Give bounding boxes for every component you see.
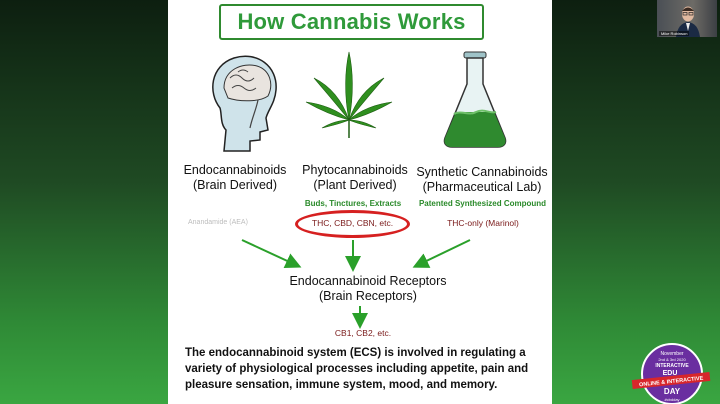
endo-faded-text: Anandamide (AEA) [188,219,248,226]
badge-line2: 2nd & 3rd 2020 [658,357,686,362]
category-synthetic: Synthetic Cannabinoids (Pharmaceutical L… [408,165,556,195]
receptors-sub: (Brain Receptors) [319,289,417,303]
category-sub: (Plant Derived) [313,178,397,192]
category-sub: (Brain Derived) [192,178,278,192]
category-name: Endocannabinoids [183,163,287,177]
synthetic-form: Patented Synthesized Compound [418,199,547,208]
category-name: Phytocannabinoids [302,163,408,177]
category-name: Synthetic Cannabinoids [416,165,548,179]
lab-flask-icon [443,51,507,148]
category-endocannabinoids: Endocannabinoids (Brain Derived) [170,163,300,193]
slide-title: How Cannabis Works [237,9,466,34]
event-badge-logo: November 2nd & 3rd 2020 INTERACTIVE EDU … [631,343,711,404]
slide-title-box: How Cannabis Works [219,4,484,40]
presentation-slide: How Cannabis Works Endocannabinoids (Bra… [168,0,552,404]
phyto-compounds: THC, CBD, CBN, etc. [311,218,394,228]
badge-line7: #cbdday [664,397,679,402]
highlight-oval [295,210,410,238]
brain-head-icon [212,55,277,152]
badge-line1: November [660,351,683,357]
category-phytocannabinoids: Phytocannabinoids (Plant Derived) [285,163,425,193]
cannabis-leaf-icon [305,51,393,138]
synthetic-compound: THC-only (Marinol) [447,218,519,228]
left-green-background [0,0,168,404]
receptors-heading: Endocannabinoid Receptors (Brain Recepto… [248,274,488,304]
right-green-background [552,0,720,404]
badge-line6: DAY [664,387,681,396]
receptor-types: CB1, CB2, etc. [334,328,392,338]
webcam-thumbnail[interactable]: Mike Robinson [657,0,717,37]
phyto-forms: Buds, Tinctures, Extracts [304,199,402,208]
badge-line4: EDU [663,370,678,377]
participant-label: Mike Robinson [659,31,690,36]
ecs-description: The endocannabinoid system (ECS) is invo… [185,347,529,391]
badge-line3: INTERACTIVE [655,363,689,369]
flow-arrows [241,239,471,329]
receptors-title: Endocannabinoid Receptors [289,274,447,288]
category-sub: (Pharmaceutical Lab) [422,180,542,194]
